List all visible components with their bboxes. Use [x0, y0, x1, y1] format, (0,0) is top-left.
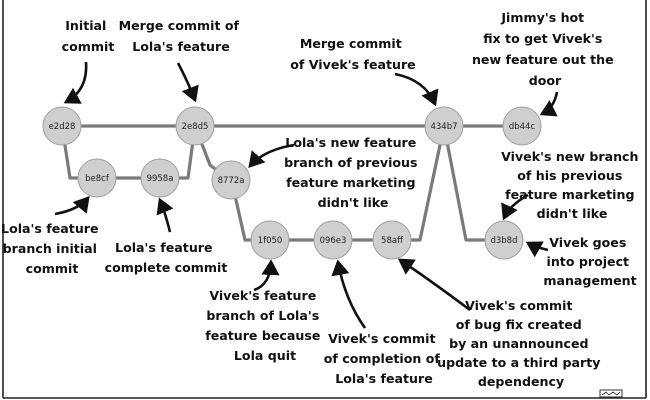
- commit-node-1f050: 1f050: [250, 220, 290, 260]
- commit-node-58aff: 58aff: [372, 220, 412, 260]
- arrow-vivek-goes: [525, 241, 549, 258]
- commit-node-434b7: 434b7: [424, 106, 464, 146]
- arrow-vivek-bugfix: [397, 258, 471, 312]
- commit-id-label: e2d28: [49, 122, 76, 132]
- annotation-jimmy-hotfix: Jimmy's hot fix to get Vivek's new featu…: [472, 10, 618, 88]
- annotation-lola-complete: Lola's feature complete commit: [105, 240, 228, 275]
- annotation-lola-new-branch: Lola's new feature branch of previous fe…: [284, 135, 422, 210]
- commit-id-label: 2e8d5: [182, 122, 209, 132]
- commit-node-2e8d5: 2e8d5: [175, 106, 215, 146]
- edge-lola-branch: [60, 125, 197, 180]
- arrow-merge-lola: [176, 62, 199, 103]
- commit-node-be8cf: be8cf: [77, 158, 117, 198]
- annotation-vivek-completion: Vivek's commit of completion of Lola's f…: [324, 331, 445, 386]
- commit-id-label: db44c: [509, 122, 536, 132]
- commit-node-db44c: db44c: [502, 106, 542, 146]
- annotation-vivek-bugfix: Vivek's commit of bug fix created by an …: [437, 298, 605, 389]
- commit-id-label: 096e3: [320, 236, 347, 246]
- commit-id-label: 8772a: [218, 176, 245, 186]
- commit-id-label: 1f050: [258, 236, 283, 246]
- annotation-vivek-goes: Vivek goes into project management: [543, 235, 636, 288]
- arrow-lola-new-branch: [248, 143, 295, 168]
- arrow-initial-commit: [63, 61, 88, 104]
- commit-id-label: be8cf: [85, 174, 110, 184]
- commit-node-8772a: 8772a: [211, 160, 251, 200]
- arrow-jimmy-hotfix: [539, 91, 559, 117]
- annotation-lola-initial: Lola's feature branch initial commit: [1, 221, 103, 276]
- edge-vivek-branch: [193, 125, 446, 242]
- commit-id-label: 58aff: [381, 236, 404, 246]
- annotation-vivek-new-branch: Vivek's new branch of his previous featu…: [501, 149, 643, 221]
- annotation-vivek-feature: Vivek's feature branch of Lola's feature…: [205, 288, 325, 363]
- commit-id-label: d3b8d: [490, 236, 517, 246]
- commit-node-e2d28: e2d28: [42, 106, 82, 146]
- signature-mark: [599, 389, 623, 398]
- annotation-initial-commit: Initial commit: [62, 18, 115, 54]
- arrow-vivek-new-branch: [501, 193, 529, 221]
- commit-node-9958a: 9958a: [140, 158, 180, 198]
- arrow-merge-vivek: [394, 72, 439, 107]
- annotation-merge-lola: Merge commit of Lola's feature: [119, 18, 244, 54]
- commit-node-096e3: 096e3: [313, 220, 353, 260]
- annotation-merge-vivek: Merge commit of Vivek's feature: [290, 36, 415, 72]
- arrow-vivek-feature: [253, 259, 280, 292]
- arrow-lola-complete: [156, 197, 174, 233]
- commit-id-label: 9958a: [147, 174, 174, 184]
- arrow-vivek-completion: [331, 259, 367, 329]
- arrow-lola-initial: [54, 196, 90, 216]
- commit-node-d3b8d: d3b8d: [484, 220, 524, 260]
- commit-id-label: 434b7: [430, 122, 457, 132]
